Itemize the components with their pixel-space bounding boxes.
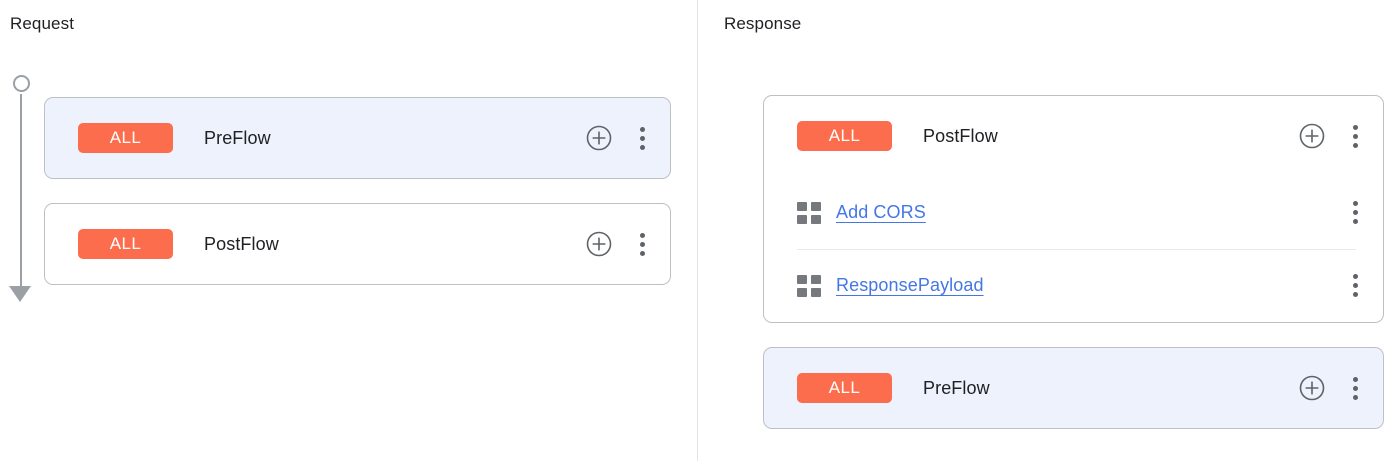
flow-card-preflow[interactable]: ALL PreFlow <box>44 97 671 179</box>
kebab-menu-icon[interactable] <box>632 231 652 257</box>
rail-line <box>20 94 22 288</box>
policy-link[interactable]: Add CORS <box>836 202 926 222</box>
plus-circle-icon[interactable] <box>1299 123 1325 149</box>
policy-grid-icon <box>797 201 821 224</box>
request-flow-cards: ALL PreFlow ALL PostFlow <box>44 97 671 285</box>
rail-start-circle-icon <box>13 75 30 92</box>
flow-name: PostFlow <box>204 233 279 254</box>
policy-grid-icon <box>797 274 821 297</box>
kebab-menu-icon[interactable] <box>632 125 652 151</box>
verb-badge: ALL <box>78 229 173 259</box>
response-panel-title: Response <box>724 14 802 33</box>
request-flow-rail <box>7 74 35 302</box>
verb-badge: ALL <box>78 123 173 153</box>
policy-link[interactable]: ResponsePayload <box>836 275 984 295</box>
flow-name: PostFlow <box>923 125 998 146</box>
flow-name: PreFlow <box>923 377 990 398</box>
response-flow-cards: ALL PostFlow Add CORS <box>763 95 1384 429</box>
response-panel: Response ALL PostFlow <box>698 0 1393 461</box>
kebab-menu-icon[interactable] <box>1345 375 1365 401</box>
plus-circle-icon[interactable] <box>1299 375 1325 401</box>
request-panel-title: Request <box>10 14 75 33</box>
rail-arrow-down-icon <box>9 286 31 302</box>
request-panel: Request ALL PreFlow <box>7 0 698 461</box>
verb-badge: ALL <box>797 373 892 403</box>
plus-circle-icon[interactable] <box>586 231 612 257</box>
flow-card-header[interactable]: ALL PostFlow <box>764 96 1383 176</box>
kebab-menu-icon[interactable] <box>1345 200 1365 226</box>
flow-card-header[interactable]: ALL PreFlow <box>45 98 670 178</box>
kebab-menu-icon[interactable] <box>1345 273 1365 299</box>
flow-name: PreFlow <box>204 127 271 148</box>
kebab-menu-icon[interactable] <box>1345 123 1365 149</box>
plus-circle-icon[interactable] <box>586 125 612 151</box>
policy-row[interactable]: ResponsePayload <box>764 249 1383 322</box>
flow-card-header[interactable]: ALL PostFlow <box>45 204 670 284</box>
policy-row[interactable]: Add CORS <box>764 176 1383 249</box>
flow-card-postflow[interactable]: ALL PostFlow <box>44 203 671 285</box>
verb-badge: ALL <box>797 121 892 151</box>
flow-card-header[interactable]: ALL PreFlow <box>764 348 1383 428</box>
flow-card-preflow[interactable]: ALL PreFlow <box>763 347 1384 429</box>
flow-card-postflow[interactable]: ALL PostFlow Add CORS <box>763 95 1384 323</box>
